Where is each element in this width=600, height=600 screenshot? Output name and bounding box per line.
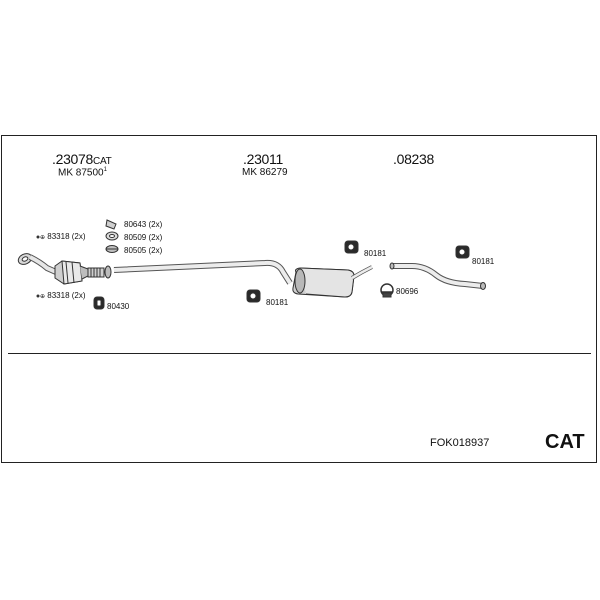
part-number-08238: .08238	[393, 151, 434, 167]
hanger-80430-icon	[93, 296, 105, 310]
fitting-label-80643: 80643 (2x)	[124, 220, 163, 229]
fitting-label-80181-far-right: 80181	[472, 257, 495, 266]
front-pipe-icon	[17, 253, 58, 275]
clamp-80696-icon	[380, 283, 394, 298]
fitting-label-80696: 80696	[396, 287, 419, 296]
diagram-frame	[1, 135, 597, 463]
mk-87500: MK 875001	[58, 167, 107, 178]
clamp-80643-icon	[105, 219, 117, 230]
fitting-label-80509: 80509 (2x)	[124, 233, 163, 242]
fitting-label-83318-bottom: ⊕ 83318 (2x)	[40, 291, 86, 300]
mk-text: MK 87500	[58, 167, 104, 179]
fitting-prefix: ⊕	[40, 294, 46, 300]
bolt-80505-icon	[105, 245, 119, 253]
assembly-code: FOK018937	[430, 437, 490, 449]
part-number-text: .08238	[393, 151, 435, 167]
part-number-23011: .23011	[243, 151, 283, 167]
fitting-label-80181-right: 80181	[364, 249, 387, 258]
hanger-80181-far-right-icon	[455, 245, 470, 259]
hanger-80181-mid-icon	[246, 289, 261, 303]
fitting-text: 83318 (2x)	[47, 291, 86, 300]
mk-text: MK 86279	[242, 167, 288, 178]
fitting-prefix: ⊕	[40, 235, 46, 241]
part-number-text: .23011	[243, 151, 283, 167]
mk-86279: MK 86279	[242, 167, 288, 178]
mk-superscript: 1	[103, 167, 107, 173]
flex-section-icon	[87, 265, 112, 279]
tail-pipe-icon	[389, 262, 486, 290]
part-number-23078: .23078CAT	[52, 151, 112, 167]
cat-badge: CAT	[545, 431, 585, 453]
fitting-label-80430: 80430	[107, 302, 130, 311]
intermediate-pipe-icon	[113, 259, 293, 285]
fitting-label-80505: 80505 (2x)	[124, 246, 163, 255]
fitting-text: 83318 (2x)	[47, 232, 86, 241]
part-number-text: .23078	[52, 151, 94, 167]
fitting-label-80181-mid: 80181	[266, 298, 289, 307]
hanger-80181-right-icon	[344, 240, 359, 254]
gasket-80509-icon	[105, 231, 119, 241]
fitting-label-83318-top: ⊕ 83318 (2x)	[40, 232, 86, 241]
diagram-divider	[8, 353, 591, 354]
rear-muffler-icon	[292, 265, 373, 298]
part-suffix: CAT	[93, 156, 112, 167]
catalytic-converter-icon	[54, 260, 89, 285]
